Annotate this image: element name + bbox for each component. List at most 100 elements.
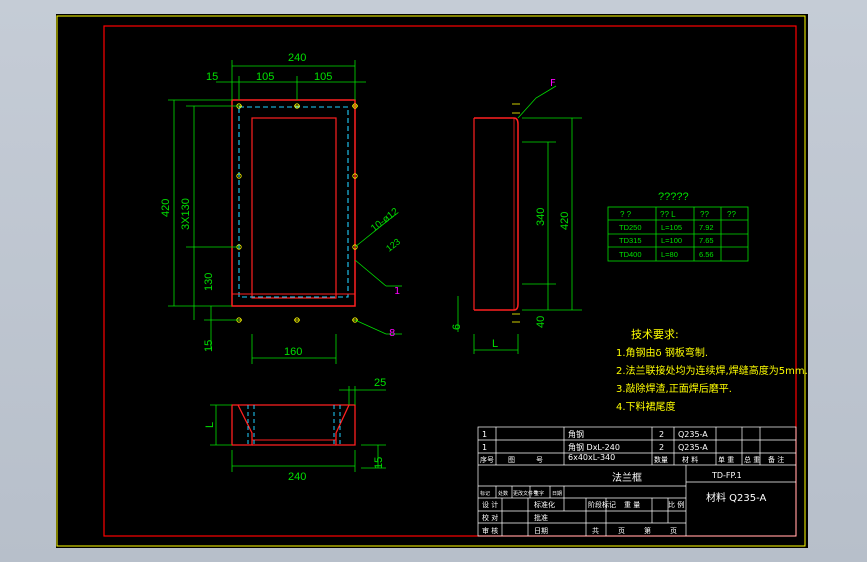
spec-header-model: ? ? [620,210,632,219]
tech-item-1: 1.角钢由δ 钢板弯制. [616,346,708,359]
spec-header-weight: ?? [700,210,709,219]
date-label: 日期 [534,527,548,535]
side-bolts [512,103,520,323]
spec-table-title: ????? [658,191,689,203]
cad-viewport[interactable]: 240 15 105 105 420 3X130 130 15 160 10-ø… [56,14,808,548]
part-extra-spec: 6x40xL-340 [568,453,615,462]
part-row-no: 1 [482,430,487,439]
dim-half-pitch-left: 105 [256,71,274,83]
front-dimension-lines [168,60,402,364]
spec-row-length: L=105 [661,223,682,232]
weight-label: 重 量 [624,501,640,509]
leader-label-f: F [550,78,556,89]
approve-label: 批准 [534,513,548,522]
bottom-right-flange [335,404,356,446]
role-review: 审 核 [482,526,498,535]
header-number: 号 [536,456,543,464]
part-row-qty: 2 [659,443,664,452]
dim-hole-callout: 10-ø12 [369,206,401,234]
part-row-material: Q235-A [678,430,708,439]
spec-row-length: L=100 [661,236,682,245]
spec-header-length: ?? L [660,210,676,219]
dim-left-margin: 15 [206,71,218,83]
dim-side-height-outer: 420 [559,212,571,230]
leader-f [517,85,557,119]
dim-overall-width: 240 [288,52,306,64]
bolt-holes [236,103,358,323]
title-block-grid [477,426,797,537]
leader-label-1: 1 [394,286,400,297]
spec-row-model: TD315 [619,236,642,245]
header-material: 材 料 [682,455,698,464]
frame-outline [231,99,356,307]
dim-bottom-margin: 15 [203,340,215,352]
bottom-hidden-lines [247,405,341,444]
spec-row-length: L=80 [661,250,678,259]
rev-sign: 签字 [534,490,544,497]
header-drawing: 图 [508,456,515,464]
bottom-left-flange [231,404,253,446]
front-view: 240 15 105 105 420 3X130 130 15 160 10-ø… [160,52,402,364]
drawing-sheet: 240 15 105 105 420 3X130 130 15 160 10-ø… [56,15,808,547]
dim-inner-width: 160 [284,346,302,358]
dim-bottom-width: 240 [288,471,306,483]
spec-table-grid [607,206,749,262]
header-total-weight: 总 重 [744,455,760,464]
tech-title: 技术要求: [631,328,679,341]
dim-vertical-pitch: 3X130 [180,198,192,230]
part-row-name: 角钢 [568,429,584,439]
spec-table: ????? ? ? ?? L ?? ?? TD250 L=105 7.92 TD… [607,191,749,262]
drawing-number: TD-FP.1 [711,471,742,480]
material-label: 材料 Q235-A [706,491,767,504]
tech-item-4: 4.下料裙尾度 [616,400,676,413]
dim-half-pitch-right: 105 [314,71,332,83]
header-qty: 数量 [654,455,668,464]
spec-row-weight: 7.92 [699,223,714,232]
drawing-name: 法兰框 [612,471,642,484]
sheet-unit2: 页 [670,527,677,535]
leader-label-2: 8 [389,328,395,339]
frame-inner-opening [251,117,337,299]
role-check: 校 对 [482,513,498,522]
rev-doc: 更改文件号 [513,490,538,497]
dim-bottom-flange: 25 [374,377,386,389]
drawing-border [103,25,797,537]
dim-side-bottom-offset: 40 [535,316,547,328]
tech-item-2: 2.法兰联接处均为连续焊,焊缝高度为5mm. [616,364,808,377]
part-row-no: 1 [482,443,487,452]
header-remark: 备 注 [768,455,784,464]
spec-row-model: TD250 [619,223,642,232]
sheets-unit: 页 [618,527,625,535]
spec-row-weight: 7.65 [699,236,714,245]
header-seq: 序号 [480,455,494,464]
tech-requirements: 技术要求: 1.角钢由δ 钢板弯制. 2.法兰联接处均为连续焊,焊缝高度为5mm… [616,328,808,413]
side-profile [474,117,519,311]
outer-frame [56,15,806,547]
rev-count: 处数 [498,490,508,497]
dim-side-length: L [492,338,498,350]
title-block: 1 角钢 2 Q235-A 1 角钢 DxL-240 2 Q235-A 6x40… [477,426,797,537]
part-row-name: 角钢 DxL-240 [568,442,620,452]
dim-side-height-inner: 340 [535,208,547,226]
hidden-line [238,106,349,298]
part-row-material: Q235-A [678,443,708,452]
bottom-dimension-lines [210,386,386,472]
header-unit-weight: 单 重 [718,455,734,464]
spec-row-model: TD400 [619,250,642,259]
dim-bottom-pitch: 130 [203,273,215,291]
sheet-no: 第 [644,526,651,535]
side-dimension-lines [457,117,582,354]
dim-side-thickness: 6 [451,324,463,330]
tech-item-3: 3.敲除焊渣,正面焊后磨平. [616,382,732,395]
dim-hole-sub: 123 [384,236,402,253]
stage-label: 阶段标记 [588,500,616,509]
std-label: 标准化 [534,500,555,509]
bottom-view: 240 25 L 15 [204,377,386,483]
spec-row-weight: 6.56 [699,250,714,259]
spec-header-note: ?? [727,210,736,219]
dim-bottom-margin: 15 [373,457,385,469]
sheets-total: 共 [592,526,599,535]
side-view: F 420 340 40 6 L [451,78,582,354]
part-row-qty: 2 [659,430,664,439]
role-design: 设 计 [482,500,498,509]
